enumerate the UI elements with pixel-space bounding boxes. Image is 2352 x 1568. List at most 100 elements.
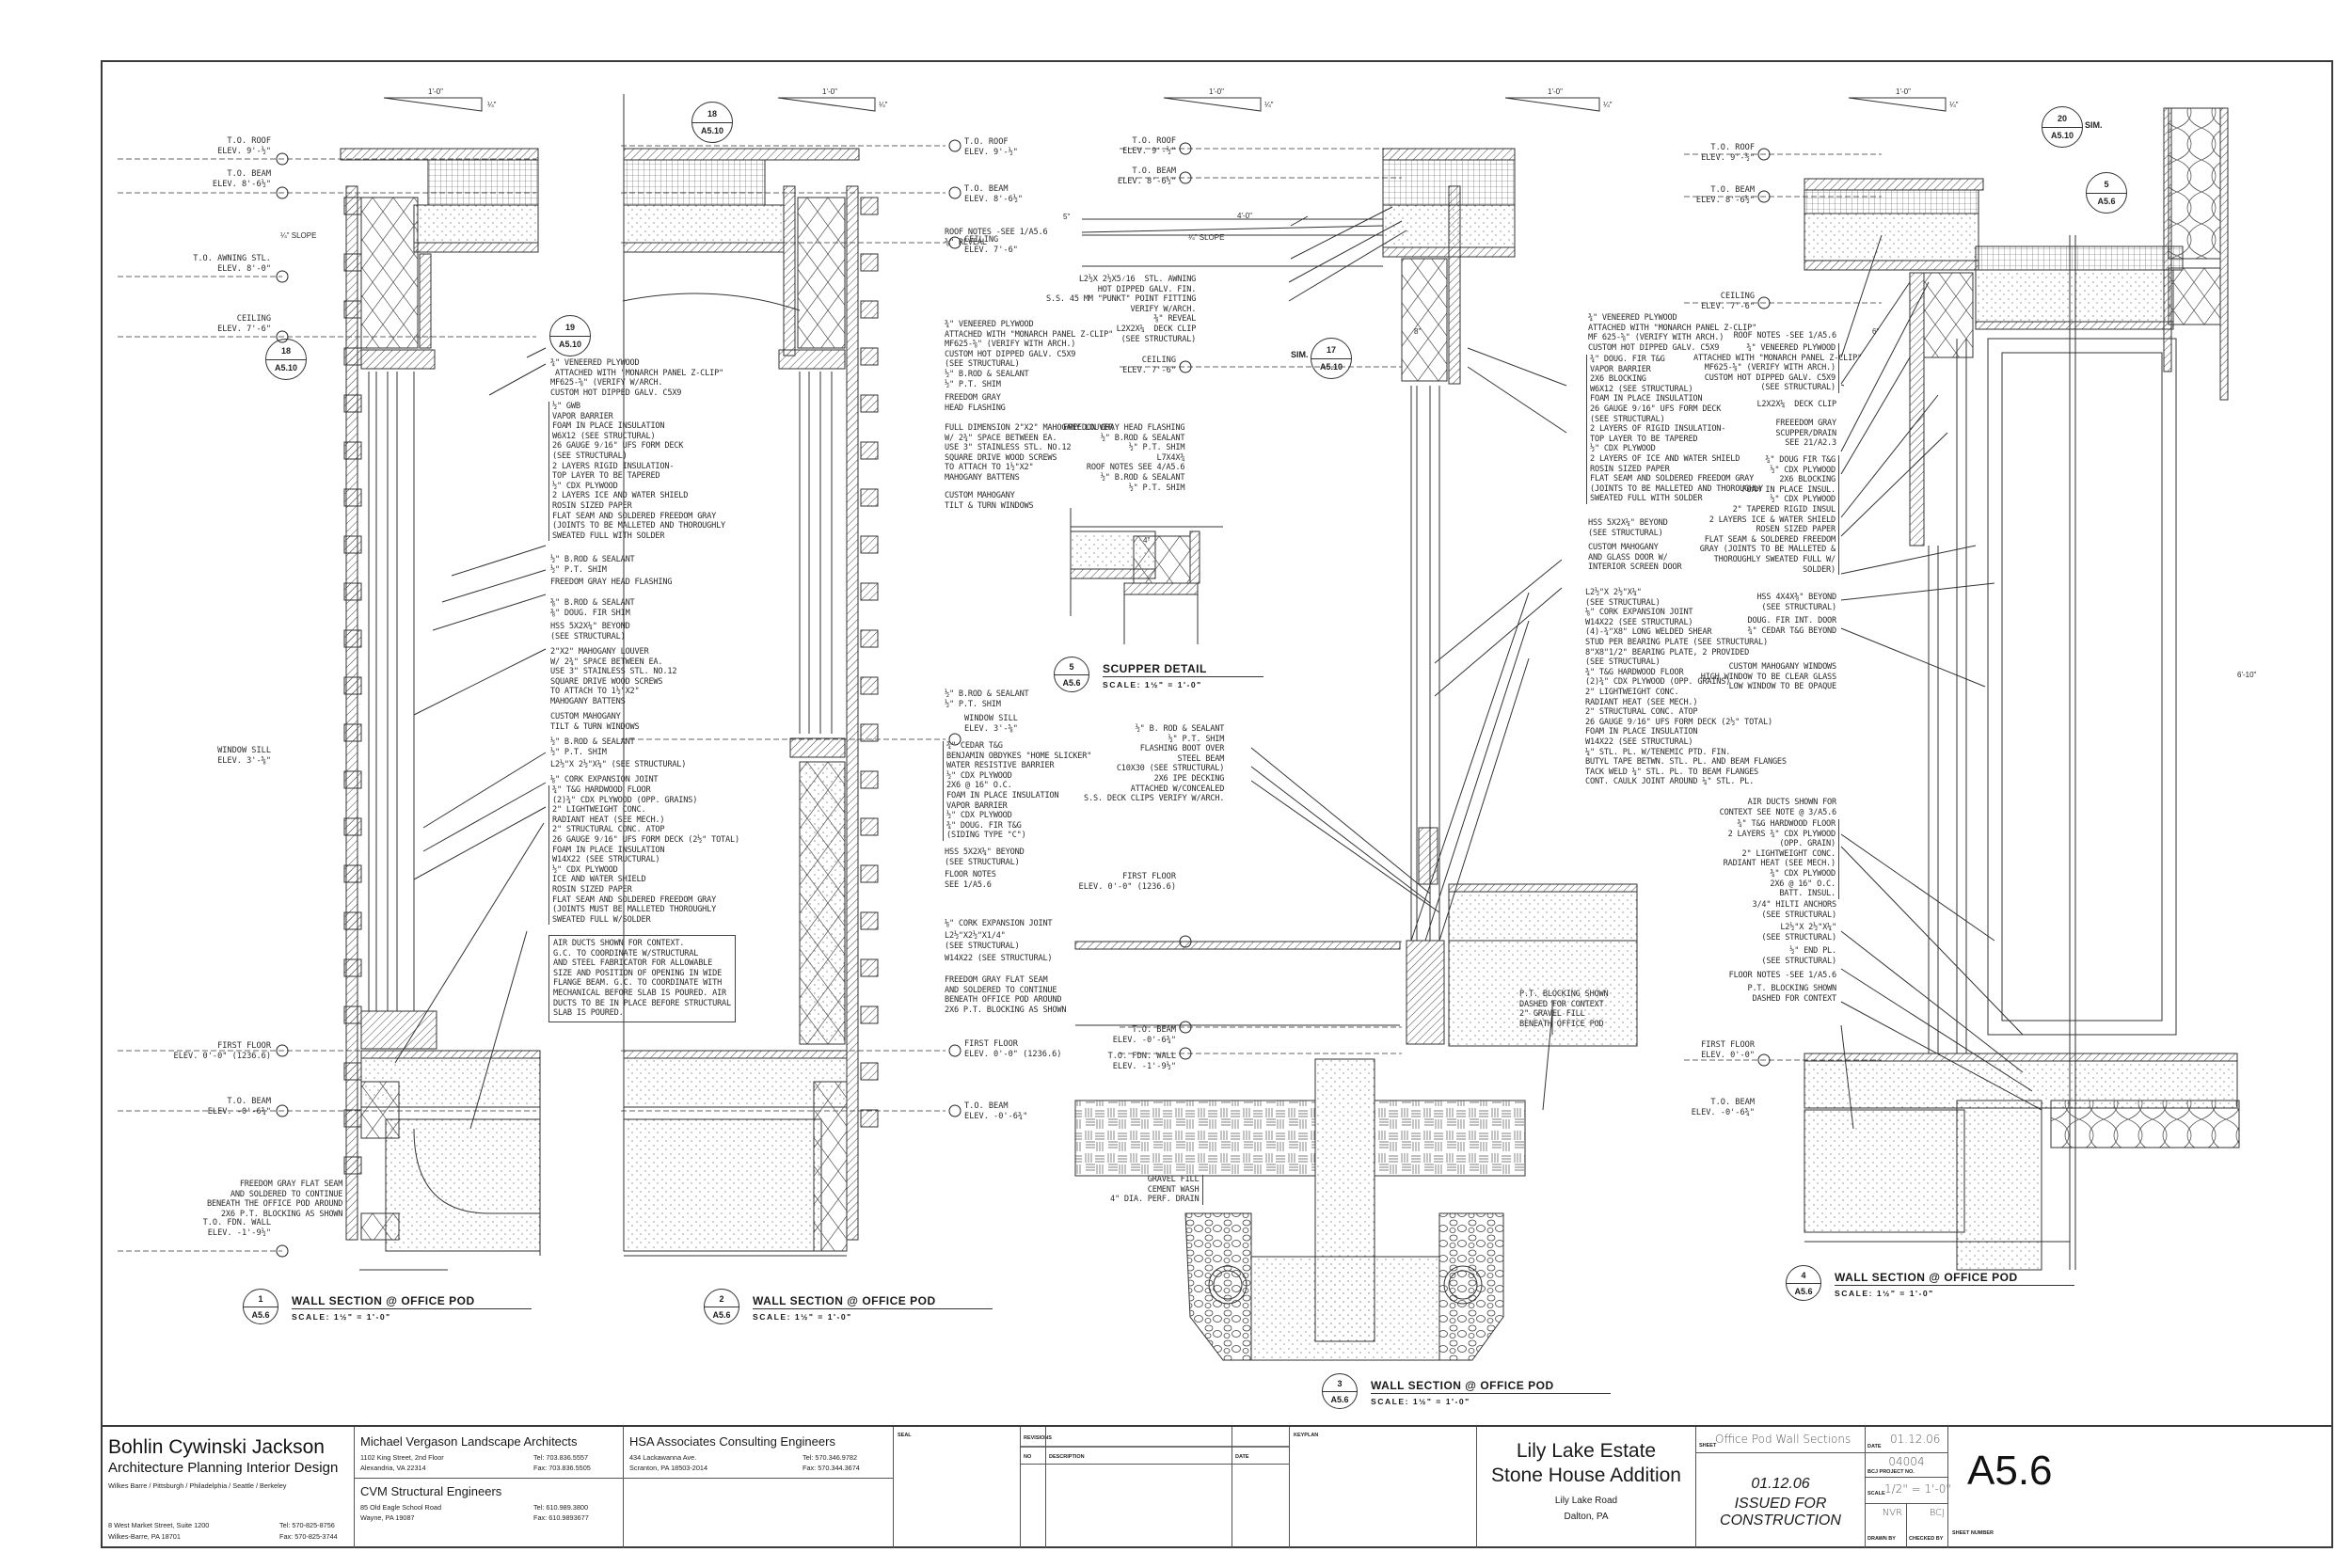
- consultant-name: Michael Vergason Landscape Architects: [360, 1434, 578, 1449]
- consultant-empty-cell: [624, 1479, 894, 1548]
- sheet-number: A5.6: [1967, 1448, 2053, 1494]
- note-d1-brod-doug-fir: ⅜" B.ROD & SEALANT ⅜" DOUG. FIR SHIM: [550, 598, 635, 618]
- note-d4-blocking: P.T. BLOCKING SHOWN DASHED FOR CONTEXT: [1747, 984, 1836, 1004]
- elev-window-sill-d1: WINDOW SILL ELEV. 3'-⅝": [217, 746, 271, 766]
- sheet-scale: 1/2" = 1'-0": [1884, 1482, 1951, 1496]
- project-name-line2: Stone House Addition: [1491, 1465, 1681, 1486]
- note-d1-brod-shim: ½" B.ROD & SEALANT ½" P.T. SHIM: [550, 555, 635, 575]
- elev-to-awning-d1: T.O. AWNING STL. ELEV. 8'-0": [193, 254, 271, 274]
- consultant-structural-cell: CVM Structural Engineers 85 Old Eagle Sc…: [355, 1479, 624, 1548]
- note-d1-roof-assembly: ½" GWB VAPOR BARRIER FOAM IN PLACE INSUL…: [548, 402, 725, 542]
- note-d4-floor-notes: FLOOR NOTES -SEE 1/A5.6: [1728, 971, 1837, 980]
- detail-name: SCUPPER DETAIL: [1103, 662, 1263, 677]
- architect-fax: Fax: 570-825-3744: [279, 1532, 338, 1541]
- title-block: Bohlin Cywinski Jackson Architecture Pla…: [101, 1425, 2333, 1548]
- rev-col-no: NO: [1024, 1454, 1032, 1460]
- sheet-number-label: SHEET NUMBER: [1952, 1530, 1994, 1536]
- note-d4-hss: HSS 4X4X⅜" BEYOND (SEE STRUCTURAL): [1756, 593, 1836, 612]
- note-d4-end-pl: ½" END PL. (SEE STRUCTURAL): [1761, 946, 1836, 966]
- note-d4-floor-assembly: ¾" T&G HARDWOOD FLOOR 2 LAYERS ¾" CDX PL…: [1693, 819, 1839, 899]
- elev-ceiling-d3: CEILING ELEV. 7'-6": [1122, 356, 1176, 375]
- consultant-name: CVM Structural Engineers: [360, 1484, 502, 1498]
- elev-first-floor-d3: FIRST FLOOR ELEV. 0'-0" (1236.6): [1078, 872, 1176, 892]
- consultant-name: HSA Associates Consulting Engineers: [629, 1434, 835, 1449]
- note-d2-windows: CUSTOM MAHOGANY TILT & TURN WINDOWS: [945, 491, 1034, 511]
- elev-to-fdn-wall-d3: T.O. FDN. WALL ELEV. -1'-9½": [1107, 1052, 1176, 1071]
- note-d5-scupper: FREEDON GRAY HEAD FLASHING ½" B.ROD & SE…: [1063, 423, 1185, 493]
- keyplan-label: KEYPLAN: [1294, 1433, 1319, 1438]
- note-d2-flat-seam: FREEDOM GRAY FLAT SEAM AND SOLDERED TO C…: [945, 975, 1067, 1015]
- revisions-cell: REVISIONS NO DESCRIPTION DATE: [1021, 1427, 1290, 1548]
- elev-ceiling-d1: CEILING ELEV. 7'-6": [217, 314, 271, 334]
- note-d1-cork: ⅛" CORK EXPANSION JOINT: [550, 775, 659, 784]
- date-label: DATE: [1867, 1444, 1882, 1449]
- detail-name: WALL SECTION @ OFFICE POD: [753, 1294, 993, 1309]
- detail-scale: SCALE: 1½" = 1'-0": [1371, 1397, 1470, 1406]
- rev-col-description: DESCRIPTION: [1049, 1454, 1085, 1460]
- project-cell: Lily Lake Estate Stone House Addition Li…: [1477, 1427, 1696, 1548]
- note-d1-brod-shim-2: ½" B.ROD & SEALANT ½" P.T. SHIM: [550, 737, 635, 757]
- drawn-by: NVR: [1882, 1508, 1902, 1518]
- consultant-address1: 1102 King Street, 2nd Floor: [360, 1453, 444, 1462]
- project-number: 04004: [1888, 1455, 1925, 1468]
- svg-text:¼": ¼": [1603, 101, 1613, 109]
- revisions-label: REVISIONS: [1024, 1435, 1052, 1441]
- consultant-tel: Tel: 610.989.3800: [533, 1503, 589, 1512]
- sheet-number-cell: A5.6 SHEET NUMBER: [1948, 1427, 2333, 1548]
- keyplan-cell: KEYPLAN: [1290, 1427, 1477, 1548]
- project-address2: Dalton, PA: [1564, 1512, 1609, 1522]
- note-d2-hss: HSS 5X2X¼" BEYOND (SEE STRUCTURAL): [945, 847, 1025, 867]
- consultant-tel: Tel: 570.346.9782: [803, 1453, 858, 1462]
- note-d2-angle: L2½"X2½"X1/4" (SEE STRUCTURAL): [945, 931, 1020, 951]
- seal-cell: SEAL: [894, 1427, 1021, 1548]
- note-d3-roof-assembly: ¾" DOUG. FIR T&G VAPOR BARRIER 2X6 BLOCK…: [1586, 355, 1763, 504]
- note-d1-windows: CUSTOM MAHOGANY TILT & TURN WINDOWS: [550, 712, 640, 732]
- elev-to-beam-d1: T.O. BEAM ELEV. 8'-6½": [212, 169, 271, 189]
- sheet-title: Office Pod Wall Sections: [1715, 1433, 1851, 1446]
- detail-scale: SCALE: 1½" = 1'-0": [1835, 1289, 1934, 1298]
- note-d2-floor-notes: FLOOR NOTES SEE 1/A5.6: [945, 870, 996, 890]
- note-d1-veneered-plywood: ¾" VENEERED PLYWOOD ATTACHED WITH "MONAR…: [550, 358, 724, 398]
- scale-label: SCALE: [1867, 1491, 1885, 1497]
- svg-text:¼": ¼": [1949, 101, 1959, 109]
- note-d3-blocking: P.T. BLOCKING SHOWN DASHED FOR CONTEXT 2…: [1519, 990, 1609, 1029]
- detail-scale: SCALE: 1½" = 1'-0": [753, 1312, 852, 1322]
- elev-to-roof-d3: T.O. ROOF ELEV. 9'-½": [1122, 136, 1176, 156]
- detail-name: WALL SECTION @ OFFICE POD: [1835, 1271, 2074, 1286]
- consultant-address2: Alexandria, VA 22314: [360, 1464, 426, 1472]
- sim-label-20: SIM.: [2085, 120, 2103, 130]
- project-number-label: BCJ PROJECT NO.: [1867, 1469, 1915, 1475]
- svg-text:¼": ¼": [1264, 101, 1274, 109]
- svg-text:8": 8": [1414, 327, 1421, 336]
- drawn-by-label: DRAWN BY: [1867, 1536, 1896, 1542]
- note-d2-brod-shim: ½" B.ROD & SEALANT ½" P.T. SHIM: [945, 370, 1029, 389]
- architect-tel: Tel: 570-825-8756: [279, 1521, 335, 1529]
- elev-to-roof-d1: T.O. ROOF ELEV. 9'-½": [217, 136, 271, 156]
- project-name-line1: Lily Lake Estate: [1516, 1440, 1657, 1462]
- note-d2-plywood: ¾" VENEERED PLYWOOD ATTACHED WITH "MONAR…: [945, 320, 1114, 370]
- seal-label: SEAL: [898, 1433, 912, 1438]
- note-d4-roof-notes: ROOF NOTES -SEE 1/A5.6: [1733, 331, 1837, 341]
- elev-to-beam-d4: T.O. BEAM ELEV. 8'-6½": [1695, 185, 1755, 205]
- sheet-info-cell: DATE 01.12.06 04004 BCJ PROJECT NO. SCAL…: [1866, 1427, 1951, 1548]
- architect-name: Bohlin Cywinski Jackson: [108, 1436, 325, 1458]
- elev-to-beam-d3: T.O. BEAM ELEV. 8'-6½": [1117, 166, 1176, 186]
- svg-text:1'-0": 1'-0": [1548, 87, 1563, 96]
- note-d3-floor-assembly: L2½"X 2½"X¼" (SEE STRUCTURAL) ⅛" CORK EX…: [1585, 588, 1787, 787]
- note-d4-air-ducts: AIR DUCTS SHOWN FOR CONTEXT SEE NOTE @ 3…: [1719, 798, 1837, 817]
- svg-text:¼" SLOPE: ¼" SLOPE: [1188, 233, 1224, 242]
